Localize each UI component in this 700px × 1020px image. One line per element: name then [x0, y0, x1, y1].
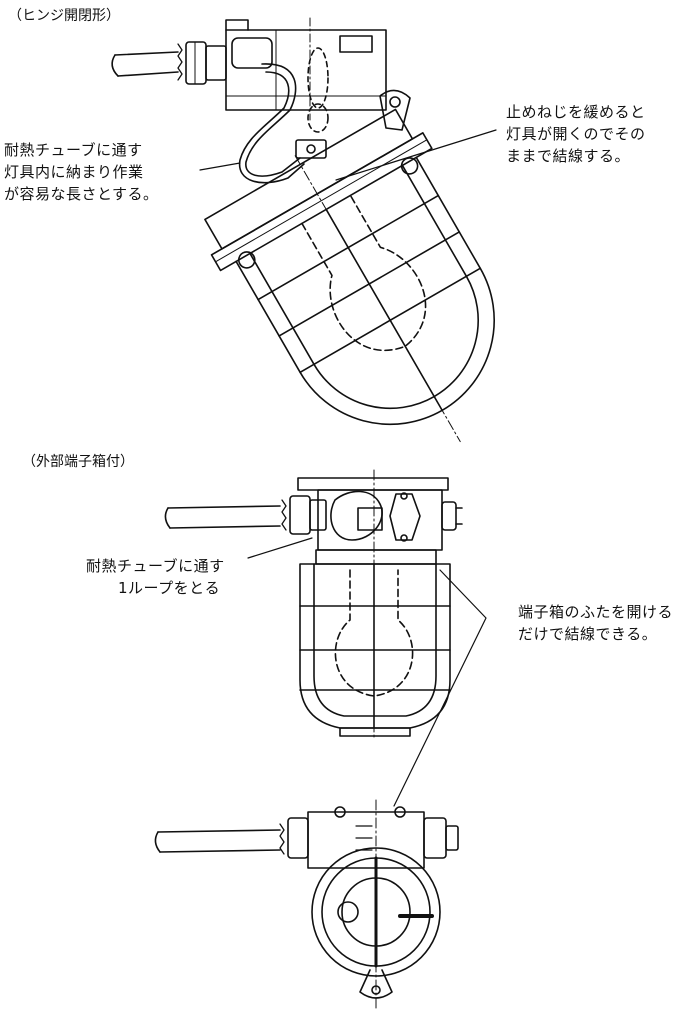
terminal-box-right-note-line-1: 端子箱のふたを開ける — [518, 603, 674, 621]
hinge-left-note-line-2: 灯具内に納まり作業 — [4, 163, 144, 181]
hinge-right-note-line-2: 灯具が開くのでその — [506, 125, 646, 143]
top-bracket — [225, 17, 411, 131]
top-lamp-body — [204, 108, 495, 443]
hinge-left-note-line-3: が容易な長さとする。 — [4, 185, 159, 203]
top-cable — [111, 41, 227, 85]
terminal-box-fixture-drawing — [164, 469, 463, 741]
terminal-box-top-view — [154, 799, 459, 1011]
terminal-box-left-note-line-1: 耐熱チューブに通す — [86, 557, 225, 575]
top-heat-tube — [238, 47, 329, 184]
mid-right-leader — [393, 569, 487, 807]
hinge-section-title: （ヒンジ開閉形） — [8, 8, 120, 24]
hinge-fixture-drawing — [111, 17, 495, 443]
top-left-leader — [199, 162, 241, 171]
hinge-right-note-line-3: ままで結線する。 — [506, 147, 631, 165]
mid-guard-cage — [299, 563, 451, 737]
mid-cable — [164, 495, 327, 535]
hinge-right-note-line-1: 止めねじを緩めると — [506, 103, 646, 121]
terminal-box-left-note-line-2: 1ループをとる — [118, 579, 221, 597]
terminal-box-right-note-line-2: だけで結線できる。 — [518, 625, 658, 643]
mid-left-leader — [247, 537, 313, 559]
top-right-leader — [335, 129, 497, 181]
terminal-box-section-title: （外部端子箱付） — [22, 454, 134, 470]
hinge-left-note-line-1: 耐熱チューブに通す — [4, 141, 143, 159]
